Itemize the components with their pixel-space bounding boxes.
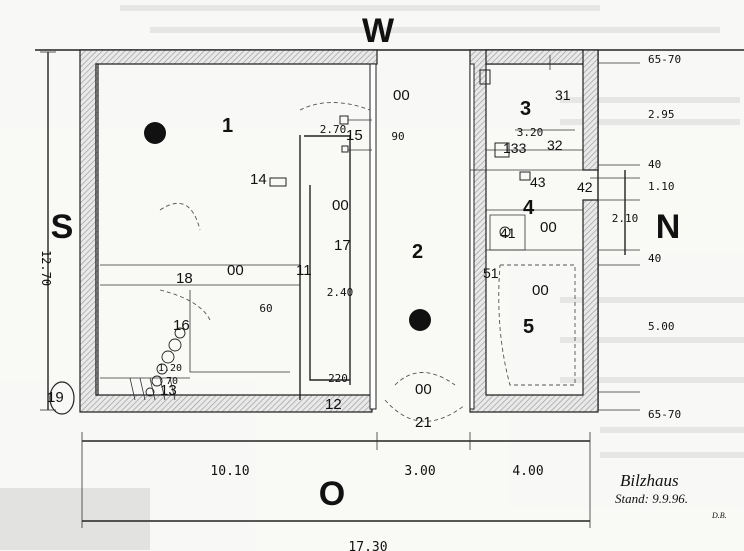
- room-1: 1: [222, 115, 233, 137]
- label-51: 51: [483, 265, 499, 281]
- dim-270: 2.70: [320, 123, 347, 136]
- room-4: 4: [523, 197, 535, 219]
- dim-70: 70: [166, 376, 178, 387]
- plant-circles: [145, 327, 186, 397]
- label-00: 00: [393, 87, 410, 104]
- dim-90: 90: [391, 130, 404, 143]
- label-00: 00: [532, 282, 549, 299]
- dim-240: 2.40: [327, 286, 354, 299]
- compass-west: W: [362, 12, 395, 50]
- compass-north: N: [656, 208, 681, 246]
- dim-40a: 40: [648, 158, 661, 171]
- compass-south: S: [51, 208, 74, 246]
- label-41: 41: [500, 225, 516, 241]
- room-5: 5: [523, 316, 534, 338]
- dim-210: 2.10: [612, 212, 639, 225]
- label-17: 17: [334, 237, 351, 254]
- label-11: 11: [296, 262, 312, 279]
- room-2: 2: [412, 241, 423, 263]
- label-133: 133: [503, 140, 527, 156]
- dim-110: 1.10: [648, 180, 675, 193]
- walls: [79, 49, 599, 413]
- label-14: 14: [250, 171, 267, 188]
- signature-title: Bilzhaus: [620, 471, 679, 490]
- label-19: 19: [47, 389, 64, 406]
- dim-6570-top: 65-70: [648, 53, 681, 66]
- label-43: 43: [530, 174, 546, 190]
- label-21: 21: [415, 414, 432, 431]
- interior-lines: [49, 55, 583, 422]
- dim-left-width: 10.10: [210, 464, 249, 479]
- dim-right-width: 4.00: [512, 464, 543, 479]
- signature-initials: D.B.: [711, 511, 727, 520]
- dim-500: 5.00: [648, 320, 675, 333]
- dim-total-width: 17.30: [348, 540, 387, 551]
- label-00: 00: [415, 381, 432, 398]
- label-18: 18: [176, 270, 193, 287]
- label-15: 15: [346, 127, 363, 144]
- dim-mid-width: 3.00: [404, 464, 435, 479]
- signature-stand: Stand: 9.9.96.: [615, 491, 688, 506]
- dim-120: 1.20: [158, 363, 182, 374]
- label-42: 42: [577, 179, 593, 195]
- label-00: 00: [540, 219, 557, 236]
- dimension-labels: 17.30 10.10 3.00 4.00 12.70 2.70 90 3.20…: [39, 53, 681, 551]
- dim-height-left: 12.70: [39, 250, 53, 286]
- dim-6570-bot: 65-70: [648, 408, 681, 421]
- compass-east: O: [319, 475, 345, 513]
- dim-320: 3.20: [517, 126, 544, 139]
- label-32: 32: [547, 137, 563, 153]
- dim-40b: 40: [648, 252, 661, 265]
- label-31: 31: [555, 87, 571, 103]
- label-13: 13: [160, 382, 177, 399]
- label-16: 16: [173, 317, 190, 334]
- dim-295: 2.95: [648, 108, 675, 121]
- room-labels: W S N O 1 2 3 4 5 11 12 13 14 15 16 17 1…: [47, 12, 680, 513]
- label-00: 00: [332, 197, 349, 214]
- label-12: 12: [325, 396, 342, 413]
- room-3: 3: [520, 98, 531, 120]
- dim-60: 60: [259, 302, 272, 315]
- label-00: 00: [227, 262, 244, 279]
- signature: Bilzhaus Stand: 9.9.96. D.B.: [615, 471, 727, 520]
- dim-220: 220: [328, 372, 348, 385]
